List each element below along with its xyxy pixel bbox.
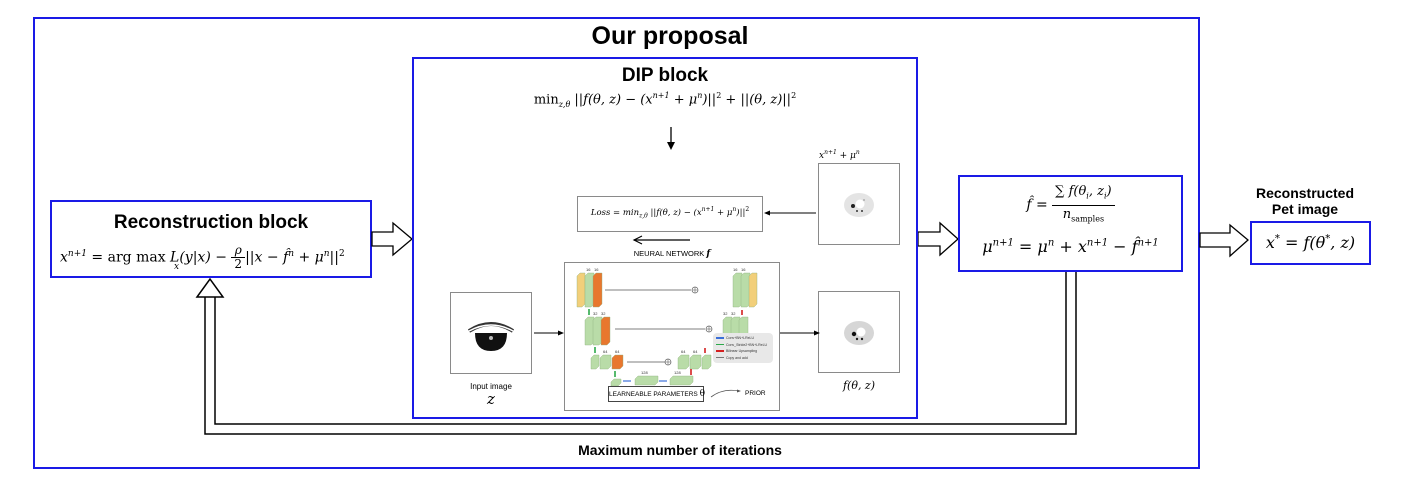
target-to-loss-arrow bbox=[764, 210, 816, 216]
enc3-conv-b bbox=[599, 354, 612, 370]
pet-slice-noisy bbox=[844, 193, 874, 217]
learnable-parameters-box: LEARNEABLE PARAMETERS θ bbox=[608, 386, 705, 402]
mu-update-formula: μn+1 = μn + xn+1 − f̂n+1 bbox=[982, 237, 1159, 256]
enc1-conv-a bbox=[584, 272, 595, 308]
output-layer bbox=[748, 272, 758, 308]
pet-slice-denoised bbox=[844, 321, 874, 345]
target-image bbox=[818, 163, 900, 245]
legend-label: Copy and add bbox=[726, 355, 748, 360]
dec3-conv-b bbox=[689, 354, 702, 370]
input-image bbox=[450, 292, 532, 374]
enc3-conv-a bbox=[590, 354, 600, 370]
arrow-recon-to-dip bbox=[371, 221, 414, 257]
enc1-conv-b bbox=[592, 272, 603, 308]
eye-phantom bbox=[467, 322, 515, 351]
dec1-conv-a bbox=[732, 272, 743, 308]
dec1-conv-b bbox=[740, 272, 751, 308]
arrow-dip-to-admm bbox=[917, 221, 959, 257]
dec3-label-a: 64 bbox=[681, 349, 686, 354]
enc3-conv-c bbox=[611, 354, 624, 370]
dec1-label-b: 16 bbox=[741, 267, 746, 272]
output-image-label: f(θ, z) bbox=[842, 379, 876, 392]
reconstructed-image-box: x* = f(θ*, z) bbox=[1250, 221, 1371, 265]
admm-update-block: f̂ = ∑ f(θi, zi)nsamples μn+1 = μn + xn+… bbox=[958, 175, 1183, 272]
prior-label: PRIOR bbox=[745, 390, 766, 397]
down-arrow bbox=[667, 127, 675, 150]
legend-item: Copy and add bbox=[716, 356, 748, 360]
network-title: NEURAL NETWORK f bbox=[633, 249, 711, 259]
enc2-conv-a bbox=[584, 316, 595, 346]
bottleneck-b bbox=[634, 375, 659, 386]
loop-label: Maximum number of iterations bbox=[578, 442, 782, 458]
legend-arrow-icon bbox=[716, 350, 724, 352]
reconstruction-block: Reconstruction block xn+1 = arg max L(y|… bbox=[50, 200, 372, 278]
argmax-subscript: x bbox=[174, 262, 180, 272]
legend-item: Conv+BN+LReLU bbox=[716, 336, 754, 340]
input-layer bbox=[576, 272, 586, 308]
dip-objective: minz,θ ||f(θ, z) − (xn+1 + μn)||2 + ||(θ… bbox=[533, 91, 797, 109]
output-image bbox=[818, 291, 900, 373]
target-image-label: xn+1 + μn bbox=[819, 149, 860, 161]
legend-label: Conv+BN+LReLU bbox=[726, 336, 755, 340]
fhat-formula: f̂ = ∑ f(θi, zi)nsamples bbox=[960, 183, 1181, 227]
dec2-label-a: 32 bbox=[723, 311, 728, 316]
legend-arrow-icon bbox=[716, 356, 724, 359]
input-image-label: Input image bbox=[470, 382, 512, 391]
enc3-label-a: 64 bbox=[603, 349, 608, 354]
loss-to-network-arrow bbox=[632, 235, 690, 245]
loss-box: Loss = minz,θ ||f(θ, z) − (xn+1 + μn)||2 bbox=[577, 196, 763, 232]
enc3-label-b: 64 bbox=[615, 349, 620, 354]
bottleneck-label-a: 128 bbox=[641, 370, 648, 375]
dip-block: DIP block minz,θ ||f(θ, z) − (xn+1 + μn)… bbox=[412, 57, 918, 419]
arrow-head-up bbox=[195, 277, 225, 298]
legend-label: Bilinear Upsampling bbox=[726, 349, 758, 353]
prior-curve bbox=[710, 389, 741, 398]
enc2-label-a: 32 bbox=[593, 311, 598, 316]
input-to-network-arrow bbox=[534, 330, 564, 336]
legend-arrow-icon bbox=[716, 343, 724, 346]
bottleneck-label-b: 128 bbox=[674, 370, 681, 375]
legend-item: Bilinear Upsampling bbox=[716, 349, 757, 353]
enc1-label-b: 16 bbox=[594, 267, 599, 272]
proposal-title: Our proposal bbox=[591, 22, 749, 50]
legend: Conv+BN+LReLU Conv_Stride2+BN+LReLU Biline… bbox=[713, 333, 773, 363]
network-to-output-arrow bbox=[780, 330, 820, 336]
bottleneck-a bbox=[610, 378, 622, 387]
legend-label: Conv_Stride2+BN+LReLU bbox=[726, 342, 768, 347]
arrow-admm-to-output bbox=[1199, 223, 1249, 258]
legend-arrow-icon bbox=[716, 337, 724, 339]
dec3-label-b: 64 bbox=[693, 349, 698, 354]
reconstructed-formula: x* = f(θ*, z) bbox=[1265, 233, 1356, 252]
output-title: Reconstructed Pet image bbox=[1255, 185, 1355, 217]
loss-formula: Loss = minz,θ ||f(θ, z) − (xn+1 + μn)||2 bbox=[590, 206, 750, 220]
legend-item: Conv_Stride2+BN+LReLU bbox=[716, 343, 767, 347]
enc2-conv-c bbox=[600, 316, 611, 346]
enc2-label-b: 32 bbox=[601, 311, 606, 316]
bottleneck-c bbox=[669, 375, 694, 386]
reconstruction-block-title: Reconstruction block bbox=[113, 212, 309, 233]
dec3-conv-a bbox=[677, 354, 690, 370]
dip-block-title: DIP block bbox=[621, 65, 709, 86]
dec3-conv-c bbox=[701, 354, 712, 370]
dec1-label-a: 16 bbox=[733, 267, 738, 272]
enc2-conv-b bbox=[592, 316, 603, 346]
input-image-variable: z bbox=[487, 390, 495, 408]
dec2-label-b: 32 bbox=[731, 311, 736, 316]
enc1-label-a: 16 bbox=[586, 267, 591, 272]
